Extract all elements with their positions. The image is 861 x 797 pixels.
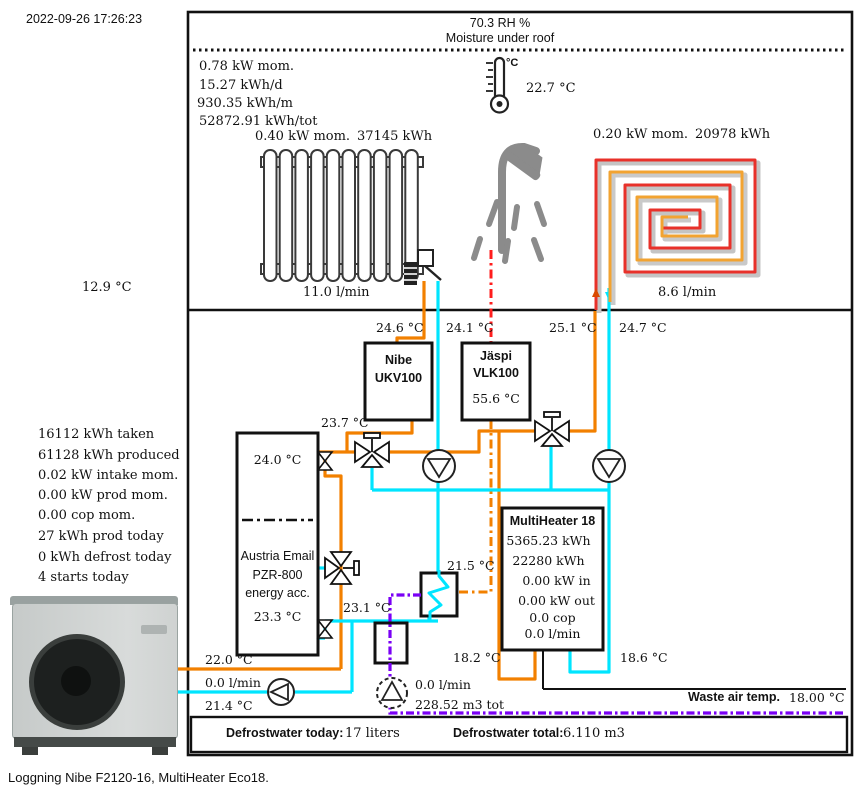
temp-radiator-return: 24.1 °C: [446, 320, 494, 335]
defrost-total-label: Defrostwater total:: [453, 726, 564, 740]
radiator-power: 0.40 kW mom.: [255, 129, 351, 144]
roof-humidity: 70.3 RH %: [469, 16, 531, 30]
heat-pump-photo: [8, 594, 182, 758]
mix-temp-label: 23.7 °C: [321, 415, 369, 430]
heat-pump-lid: [10, 596, 178, 605]
heat-pump-base: [14, 737, 176, 747]
radiator-flow: 11.0 l/min: [303, 285, 370, 300]
thermometer-unit: °C: [506, 57, 519, 69]
mixing-valve-right: [534, 411, 570, 447]
vlk-temp: 55.6 °C: [472, 391, 520, 406]
defrost-today-label: Defrostwater today:: [226, 726, 344, 740]
house-energy-day: 15.27 kWh/d: [199, 78, 283, 93]
vlk-name: Jäspi: [480, 349, 512, 363]
timestamp: 2022-09-26 17:26:23: [26, 12, 143, 26]
stat-starts-today: 4 starts today: [38, 570, 129, 585]
tank-bottom-temp: 23.3 °C: [253, 609, 302, 624]
page-caption: Loggning Nibe F2120-16, MultiHeater Eco1…: [8, 770, 269, 785]
stat-kwh-taken: 16112 kWh taken: [38, 427, 155, 442]
heat-pump-foot: [152, 747, 168, 755]
temp-floor-supply: 25.1 °C: [549, 320, 597, 335]
tank-charge-valve: [324, 551, 360, 585]
multiheater-kwh2: 22280 kWh: [512, 553, 585, 568]
waste-air-temp: 18.00 °C: [789, 690, 845, 705]
radiator-pump: [422, 449, 456, 483]
hp-return-temp: 21.4 °C: [205, 698, 253, 713]
temp-floor-return: 24.7 °C: [619, 320, 667, 335]
thermometer-icon: [486, 56, 510, 114]
ukv-model: UKV100: [374, 371, 423, 385]
tank-brand: Austria Email: [240, 549, 315, 563]
heat-exchanger-box: [419, 571, 459, 618]
defrost-volume-label: 228.52 m3 tot: [415, 697, 505, 712]
indoor-temp-label: 22.7 °C: [526, 81, 576, 96]
multiheater-kw-out: 0.00 kW out: [518, 593, 595, 608]
defrost-total-value: 6.110 m3: [563, 726, 625, 741]
defrost-today-value: 17 liters: [345, 726, 400, 741]
heat-pump-body: [12, 603, 178, 739]
roof-humidity-caption: Moisture under roof: [445, 31, 555, 45]
stat-kwh-produced: 61128 kWh produced: [38, 448, 180, 463]
shutoff-valve-bottom: [316, 619, 334, 639]
house-power-mom: 0.78 kW mom.: [199, 59, 295, 74]
radiator-icon: [260, 149, 442, 285]
tank-top-temp: 24.0 °C: [253, 452, 302, 467]
multiheater-kwh1: 5365.23 kWh: [506, 533, 591, 548]
multiheater-cop: 0.0 cop: [529, 610, 576, 625]
temp-radiator-supply: 24.6 °C: [376, 320, 424, 335]
heat-exchanger-coil: [427, 570, 450, 621]
floor-power: 0.20 kW mom.: [593, 127, 689, 142]
hp-flow: 0.0 l/min: [205, 675, 261, 690]
defrost-pump: [376, 677, 408, 709]
floor-energy: 20978 kWh: [695, 127, 771, 142]
floor-return-arrow: [605, 292, 613, 301]
hx-temp-label: 21.5 °C: [447, 558, 495, 573]
multiheater-kw-in: 0.00 kW in: [522, 573, 591, 588]
defrost-collector-box: [373, 621, 409, 665]
hp-supply-temp: 22.0 °C: [205, 652, 253, 667]
waste-air-label: Waste air temp.: [688, 690, 780, 704]
stat-kw-prod: 0.00 kW prod mom.: [38, 488, 168, 503]
heatpump-circulation-pump: [267, 678, 295, 706]
heat-pump-foot: [22, 747, 38, 755]
stat-defrost-today: 0 kWh defrost today: [38, 550, 172, 565]
return-temp-label: 23.1 °C: [343, 600, 391, 615]
waste-air-lines: [542, 650, 846, 690]
house-energy-total: 52872.91 kWh/tot: [199, 114, 318, 129]
radiator-energy: 37145 kWh: [357, 129, 433, 144]
mixing-valve-left: [354, 432, 390, 468]
mh-out-temp-label: 18.6 °C: [620, 650, 668, 665]
outdoor-temp-label: 12.9 °C: [82, 280, 132, 295]
tank-model: PZR-800: [252, 568, 303, 582]
multiheater-title: MultiHeater 18: [509, 514, 596, 528]
floor-loop-pump: [592, 449, 626, 483]
mh-in-temp-label: 18.2 °C: [453, 650, 501, 665]
floor-flow: 8.6 l/min: [658, 285, 717, 300]
vlk-model: VLK100: [473, 366, 519, 380]
defrost-flow-label: 0.0 l/min: [415, 677, 471, 692]
ukv-name: Nibe: [384, 353, 413, 367]
shower-icon: [471, 143, 547, 264]
multiheater-flow: 0.0 l/min: [524, 626, 581, 641]
stat-cop: 0.00 cop mom.: [38, 508, 136, 523]
heat-pump-fan-hub: [61, 666, 91, 696]
house-energy-month: 930.35 kWh/m: [197, 96, 293, 111]
stat-kw-intake: 0.02 kW intake mom.: [38, 468, 179, 483]
tank-function: energy acc.: [245, 586, 310, 600]
heat-pump-logo: [141, 625, 167, 634]
shutoff-valve-top: [316, 451, 334, 471]
stat-kwh-today: 27 kWh prod today: [38, 529, 164, 544]
